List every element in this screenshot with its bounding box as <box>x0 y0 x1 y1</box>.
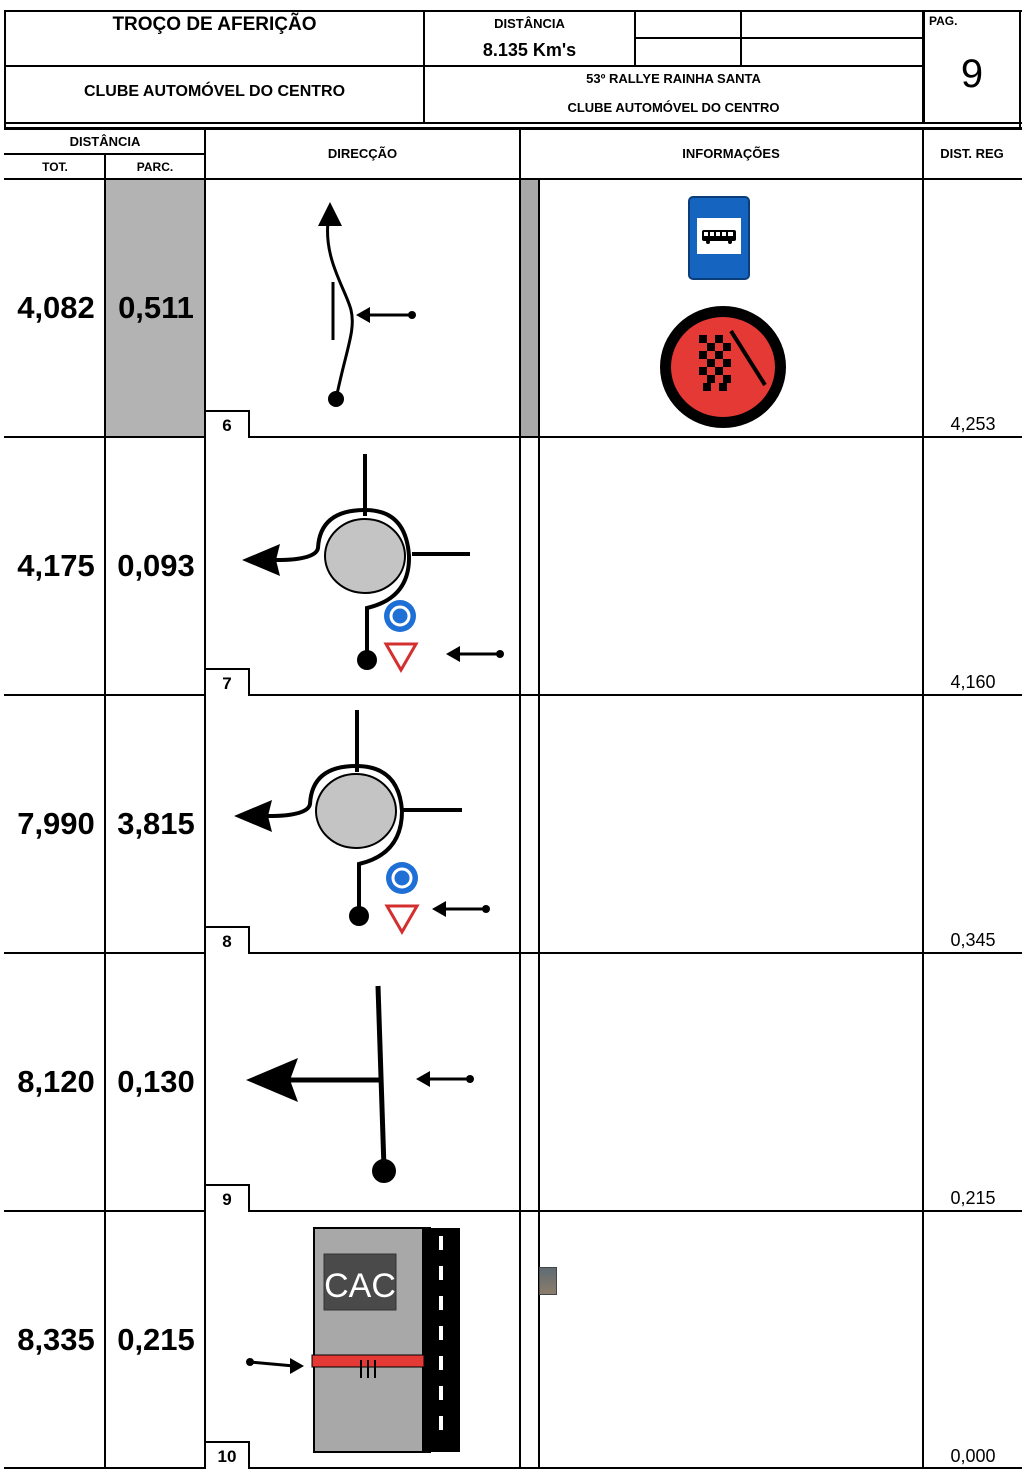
direction-diagram <box>242 454 504 674</box>
row-index: 6 <box>206 410 250 438</box>
page-number: 9 <box>960 52 984 96</box>
total-distance: 4,082 <box>17 290 95 325</box>
organizer-name: CLUBE AUTOMÓVEL DO CENTRO <box>83 83 346 100</box>
column-direction: DIRECÇÃO <box>327 146 398 161</box>
checkered-flag-sign-icon <box>660 306 786 428</box>
rally-club: CLUBE AUTOMÓVEL DO CENTRO <box>567 100 780 115</box>
row-index: 9 <box>206 1184 250 1212</box>
cac-label: CAC <box>324 1267 396 1305</box>
distance-value: 8.135 Km's <box>482 40 577 60</box>
page-title: TROÇO DE AFERIÇÃO <box>112 14 317 35</box>
thumbnail-image <box>539 1267 557 1295</box>
page-label: PAG. <box>929 14 958 28</box>
dist-reg-value: 0,215 <box>950 1188 996 1208</box>
dist-reg-value: 4,160 <box>950 672 996 692</box>
row-index: 8 <box>206 926 250 954</box>
partial-distance: 0,130 <box>117 1064 195 1099</box>
partial-distance: 0,093 <box>117 548 195 583</box>
dist-reg-value: 4,253 <box>950 414 996 434</box>
column-partial: PARC. <box>136 160 174 174</box>
zone-bar <box>521 180 538 436</box>
total-distance: 8,335 <box>17 1322 95 1357</box>
distance-label: DISTÂNCIA <box>494 16 565 31</box>
partial-distance: 3,815 <box>117 806 195 841</box>
column-info: INFORMAÇÕES <box>682 146 780 161</box>
column-dist-reg: DIST. REG <box>940 146 1004 161</box>
dist-reg-value: 0,000 <box>950 1446 996 1466</box>
direction-diagram <box>246 1227 460 1453</box>
total-distance: 8,120 <box>17 1064 95 1099</box>
total-distance: 7,990 <box>17 806 95 841</box>
total-distance: 4,175 <box>17 548 95 583</box>
direction-diagram <box>318 202 416 407</box>
partial-distance: 0,215 <box>117 1322 195 1357</box>
row-index: 10 <box>206 1441 250 1469</box>
partial-distance: 0,511 <box>118 290 194 325</box>
bus-stop-sign-icon <box>688 196 750 280</box>
row-index: 7 <box>206 668 250 696</box>
partial-highlight <box>106 180 204 436</box>
rally-name: 53º RALLYE RAINHA SANTA <box>586 71 761 86</box>
column-distance: DISTÂNCIA <box>69 134 141 149</box>
column-total: TOT. <box>42 160 68 174</box>
direction-diagram <box>234 710 490 936</box>
dist-reg-value: 0,345 <box>950 930 996 950</box>
direction-diagram <box>246 985 474 1183</box>
